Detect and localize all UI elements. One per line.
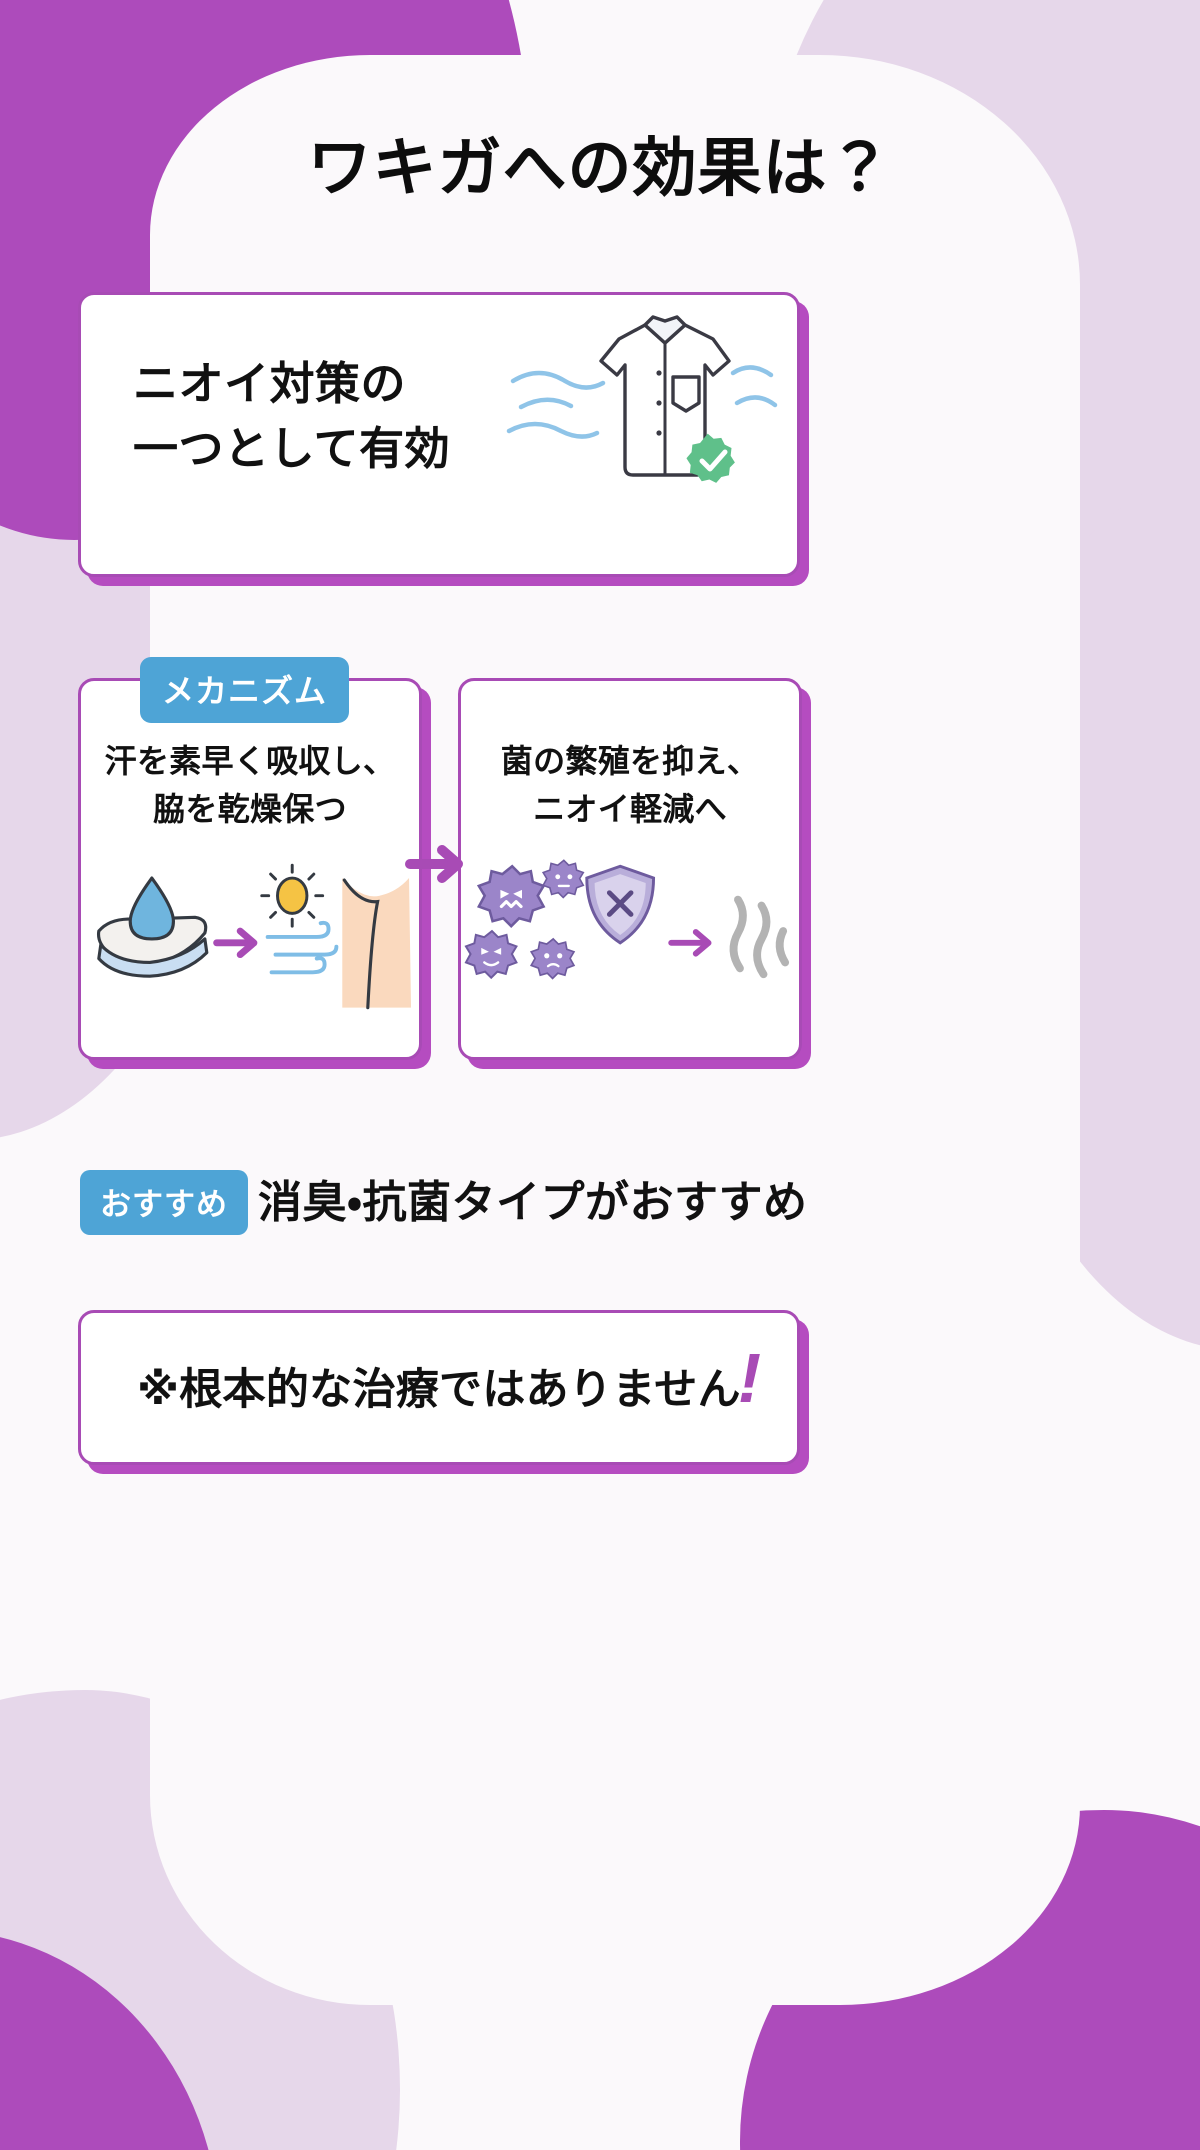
breeze-waves-icon — [506, 370, 606, 439]
wind-icon — [265, 920, 339, 975]
mechanism-card-left-text: 汗を素早く吸収し、 脇を乾燥保つ — [104, 743, 396, 827]
mechanism-card-right: 菌の繁殖を抑え、 ニオイ軽減へ — [458, 678, 802, 1060]
disclaimer-card: ※根本的な治療ではありません ! — [78, 1310, 800, 1465]
effect-card-text: ニオイ対策の 一つとして有効 — [133, 358, 451, 475]
page-title: ワキガへの効果は？ — [307, 132, 893, 204]
water-droplet-icon — [128, 876, 175, 941]
odor-steam-icon — [729, 895, 790, 979]
exclamation-mark-icon: ! — [737, 1339, 761, 1417]
mechanism-card-right-text: 菌の繁殖を抑え、 ニオイ軽減へ — [500, 743, 760, 827]
germ-icon — [464, 859, 585, 980]
green-check-badge-icon — [686, 433, 735, 483]
mechanism-right-illustration — [464, 859, 791, 1009]
dress-shirt-icon — [506, 303, 778, 503]
triangle-right-icon — [226, 1184, 246, 1218]
mechanism-badge: メカニズム — [140, 657, 350, 723]
purple-arrow-icon — [213, 927, 258, 959]
shield-block-icon — [585, 864, 656, 945]
sun-icon — [260, 863, 325, 928]
purple-arrow-icon — [668, 929, 712, 957]
disclaimer-text: ※根本的な治療ではありません — [137, 1366, 741, 1414]
mechanism-card-left: 汗を素早く吸収し、 脇を乾燥保つ — [78, 678, 422, 1060]
mechanism-left-illustration — [89, 859, 411, 1010]
underarm-skin-icon — [342, 878, 411, 1010]
mechanism-flow-arrow — [404, 843, 474, 885]
effect-card: ニオイ対策の 一つとして有効 — [78, 292, 800, 577]
absorbent-cloth-icon — [96, 915, 209, 978]
recommend-text: 消臭・抗菌タイプがおすすめ — [258, 1178, 808, 1227]
breeze-waves-right-icon — [730, 365, 778, 408]
arrow-right-icon — [405, 845, 463, 883]
recommend-badge: おすすめ — [80, 1170, 248, 1235]
